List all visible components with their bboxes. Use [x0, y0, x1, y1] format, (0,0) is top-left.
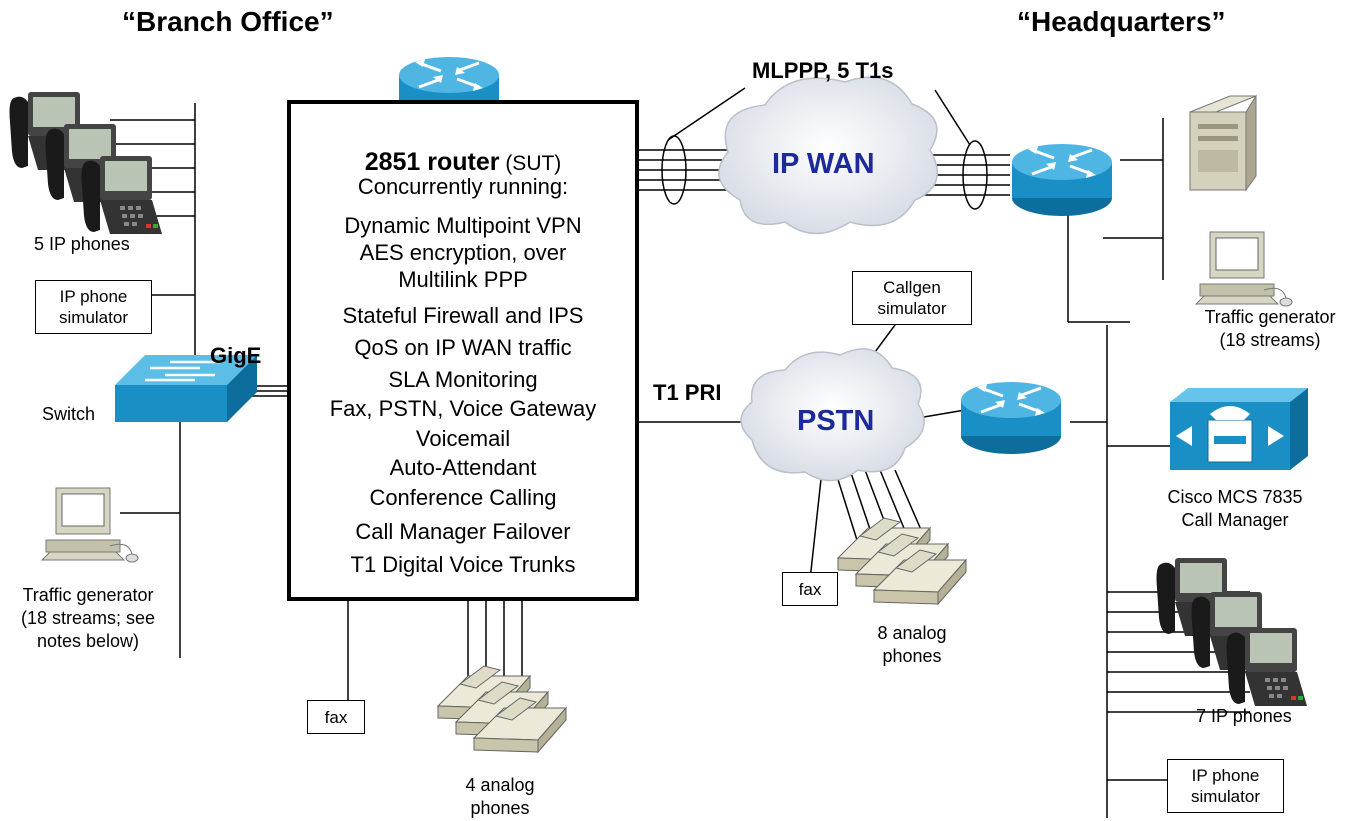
pstn-label: PSTN	[797, 405, 875, 437]
mlppp-bundle-left	[661, 135, 687, 205]
headquarters-heading: “Headquarters”	[1017, 6, 1226, 37]
router-feature: T1 Digital Voice Trunks	[350, 552, 576, 577]
pstn-gateway-router-icon	[959, 380, 1063, 456]
label-line: (18 streams)	[1219, 330, 1321, 350]
hq-ip-phone-icon	[1226, 628, 1307, 706]
pstn-fax-box: fax	[782, 572, 838, 606]
router-sut-box: 2851 router (SUT) Concurrently running: …	[287, 100, 639, 601]
hq-ip-phones-label: 7 IP phones	[1196, 706, 1292, 726]
router-subtitle: Concurrently running:	[357, 174, 569, 199]
router-feature: Stateful Firewall and IPS	[342, 303, 584, 328]
router-feature: Fax, PSTN, Voice Gateway	[329, 396, 597, 421]
router-feature: Dynamic Multipoint VPN	[344, 213, 582, 238]
router-title-bold: 2851 router	[364, 148, 500, 176]
mlppp-bundle-right	[962, 140, 988, 210]
label-line: Cisco MCS 7835	[1167, 487, 1303, 507]
label-line: (18 streams; see	[20, 608, 156, 628]
router-feature: SLA Monitoring	[388, 367, 538, 392]
pstn-cloud	[740, 348, 925, 482]
label-line: Traffic generator	[1204, 307, 1336, 327]
router-feature: Voicemail	[415, 426, 511, 451]
hq-traffic-generator-pc-icon	[1195, 231, 1293, 307]
cisco-mcs-server-icon	[1170, 388, 1308, 470]
branch-analog-phones-label: 4 analog phones	[440, 774, 560, 820]
branch-ip-phone-icon	[81, 156, 162, 234]
box-line: IP phone	[1191, 766, 1260, 785]
branch-ip-phones-label: 5 IP phones	[34, 234, 130, 254]
router-feature: Multilink PPP	[398, 267, 528, 292]
t1-pri-label: T1 PRI	[653, 380, 722, 405]
ip-wan-cloud	[718, 76, 938, 235]
branch-office-heading: “Branch Office”	[122, 6, 334, 37]
branch-traffic-generator-pc-icon	[41, 487, 139, 563]
label-line: notes below)	[36, 631, 140, 651]
label-line: 8 analog	[877, 623, 947, 643]
gige-label: GigE	[210, 343, 262, 368]
branch-traffic-generator-label: Traffic generator (18 streams; see notes…	[0, 584, 176, 653]
box-line: simulator	[59, 308, 128, 327]
router-feature: AES encryption, over	[359, 240, 567, 265]
mlppp-label: MLPPP, 5 T1s	[752, 58, 894, 83]
router-feature: Conference Calling	[369, 485, 557, 510]
server-tower-icon	[1189, 94, 1257, 192]
switch-icon	[115, 355, 257, 422]
label-line: phones	[882, 646, 942, 666]
switch-label: Switch	[42, 404, 96, 424]
router-feature: Call Manager Failover	[355, 519, 571, 544]
branch-fax-box: fax	[307, 700, 365, 734]
ip-wan-label: IP WAN	[772, 148, 875, 180]
label-line: Traffic generator	[22, 585, 154, 605]
box-line: IP phone	[59, 287, 128, 306]
hq-router-icon	[1010, 142, 1114, 218]
callgen-simulator-box: Callgen simulator	[852, 271, 972, 325]
label-line: phones	[470, 798, 530, 818]
box-line: simulator	[877, 299, 947, 318]
router-feature: Auto-Attendant	[389, 455, 537, 480]
label-line: 4 analog	[465, 775, 535, 795]
hq-ip-phone-simulator-box: IP phone simulator	[1167, 759, 1284, 813]
box-line: simulator	[1191, 787, 1260, 806]
router-title-suffix: (SUT)	[499, 152, 562, 175]
hq-traffic-generator-label: Traffic generator (18 streams)	[1180, 306, 1357, 352]
label-line: Call Manager	[1181, 510, 1289, 530]
router-title: 2851 router (SUT)	[291, 148, 635, 178]
cisco-mcs-label: Cisco MCS 7835 Call Manager	[1150, 486, 1320, 532]
box-line: Callgen	[883, 278, 941, 297]
router-feature: QoS on IP WAN traffic	[354, 335, 572, 360]
branch-ip-phone-simulator-box: IP phone simulator	[35, 280, 152, 334]
pstn-analog-phones-label: 8 analog phones	[852, 622, 972, 668]
